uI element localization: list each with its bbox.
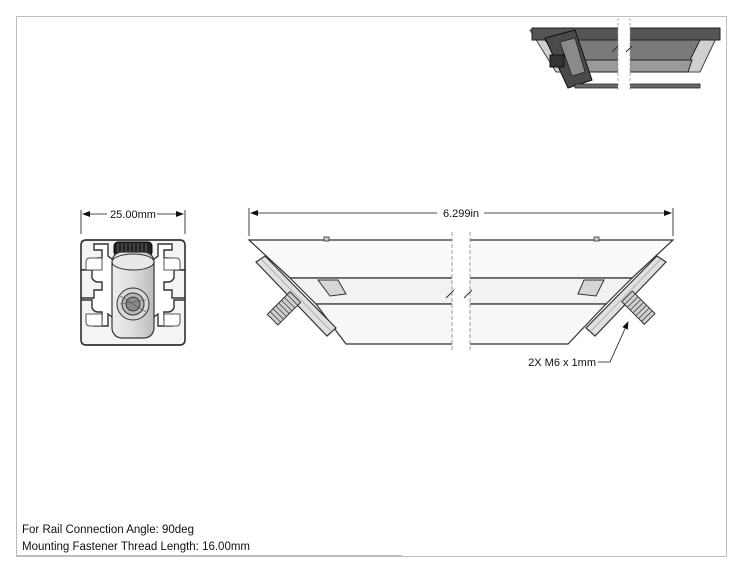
note-rail-angle: For Rail Connection Angle: 90deg	[22, 524, 194, 536]
end-view-width-dimension: 25.00mm	[110, 209, 156, 221]
title-block-divider	[16, 555, 402, 556]
drawing-sheet-border	[16, 16, 727, 557]
side-view: 6.299in	[247, 208, 675, 369]
note-thread-length: Mounting Fastener Thread Length: 16.00mm	[22, 541, 251, 553]
thread-callout: 2X M6 x 1mm	[528, 357, 596, 369]
side-view-length-dimension: 6.299in	[443, 208, 479, 220]
end-view: 25.00mm	[80, 209, 186, 346]
isometric-preview	[529, 18, 721, 90]
